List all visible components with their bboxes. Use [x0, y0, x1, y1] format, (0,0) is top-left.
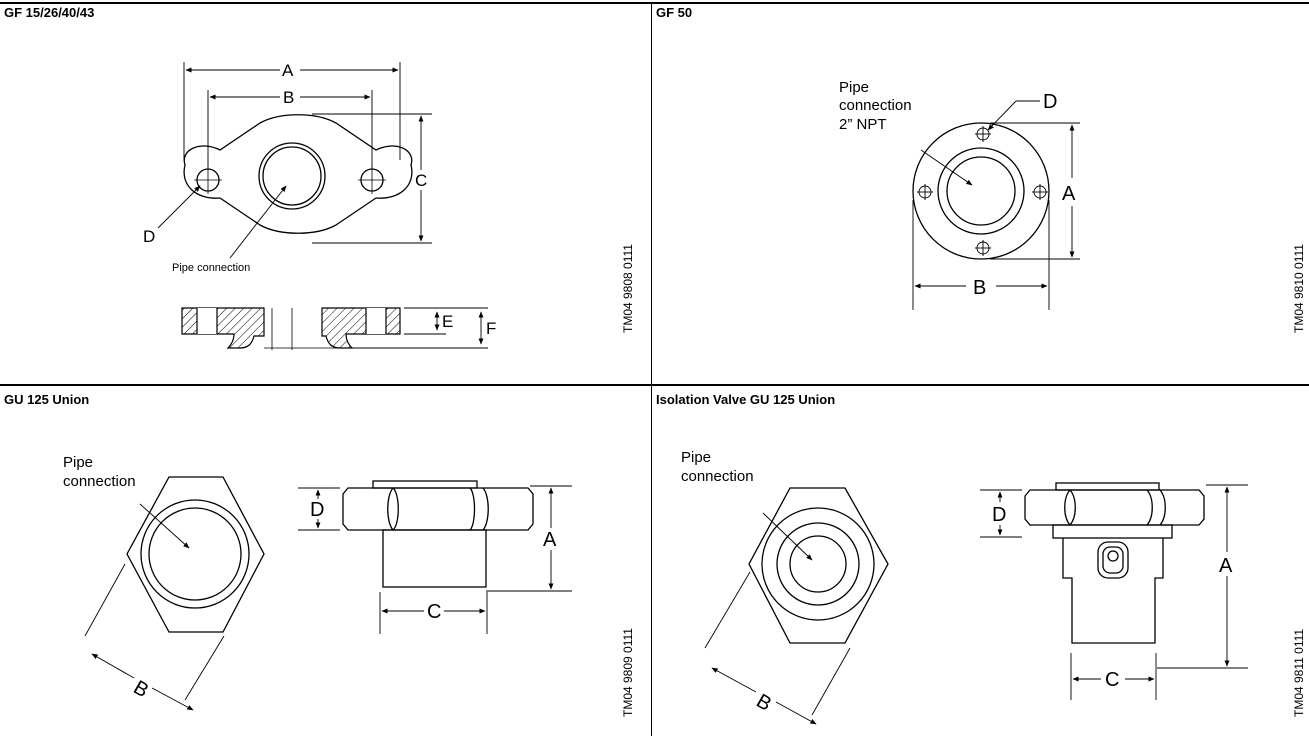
- gf50-pipe-label-line3: 2” NPT: [839, 116, 887, 133]
- iso-dim-a: A: [1219, 555, 1233, 577]
- iso-pipe-label-line2: connection: [681, 468, 754, 485]
- gf50-pipe-label-line2: connection: [839, 97, 912, 114]
- gf-flange-top-view: [183, 114, 413, 234]
- iso-side-view: [1024, 482, 1205, 644]
- gf50-flange-view: [912, 122, 1050, 260]
- middle-divider-vertical: [651, 2, 653, 736]
- gu125-dimension-lines: [84, 485, 572, 711]
- iso-dimension-lines: [704, 484, 1248, 725]
- gf-section-dimension-lines: [340, 307, 488, 349]
- panel-title-gu125: GU 125 Union: [4, 392, 90, 407]
- gf-pipe-connection-label: Pipe connection: [172, 262, 250, 274]
- iso-dim-d: D: [992, 504, 1006, 526]
- iso-hex-view: [748, 487, 889, 644]
- gf50-dim-b: B: [973, 277, 986, 299]
- iso-pipe-label-line1: Pipe: [681, 449, 711, 466]
- gf-dim-b: B: [283, 88, 294, 107]
- panel-title-iso: Isolation Valve GU 125 Union: [656, 392, 836, 407]
- gu125-pipe-label-line2: connection: [63, 473, 136, 490]
- iso-dim-c: C: [1105, 669, 1119, 691]
- gf50-pipe-label-line1: Pipe: [839, 79, 869, 96]
- gf50-dim-a: A: [1062, 183, 1076, 205]
- gu125-side-view: [342, 480, 534, 588]
- panel-title-gf50: GF 50: [656, 5, 693, 20]
- gu125-pipe-label-line1: Pipe: [63, 454, 93, 471]
- gf-dim-a: A: [282, 61, 294, 80]
- panel-title-gf: GF 15/26/40/43: [4, 5, 95, 20]
- gu125-dim-a: A: [543, 529, 557, 551]
- iso-dim-b: B: [752, 690, 775, 716]
- gf-dim-e: E: [442, 312, 453, 331]
- gu125-dim-d: D: [310, 499, 324, 521]
- gu125-dim-c: C: [427, 601, 441, 623]
- gf-dimension-lines: [157, 62, 432, 259]
- gf-dim-f: F: [486, 319, 496, 338]
- gu125-hex-view: [126, 476, 265, 633]
- gf50-dim-d: D: [1043, 91, 1057, 113]
- gf-dim-c: C: [415, 171, 427, 190]
- top-border: [0, 2, 1309, 4]
- middle-divider-horizontal: [0, 384, 1309, 386]
- gf-flange-section-view: [181, 307, 401, 350]
- gf50-dimension-lines: [912, 100, 1080, 310]
- gf-dim-d: D: [143, 227, 155, 246]
- gu125-dim-b: B: [130, 676, 153, 702]
